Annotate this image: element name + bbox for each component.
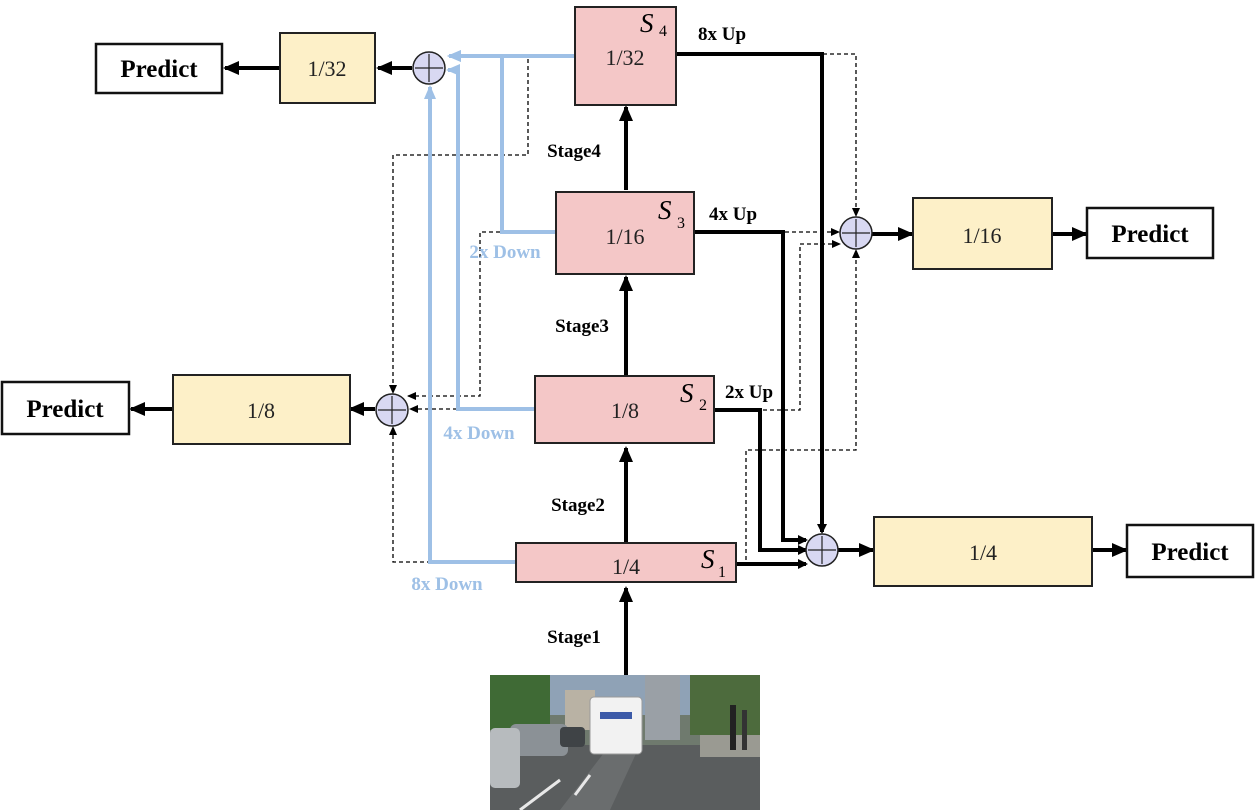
up8-label: 8x Up — [698, 24, 746, 45]
svg-text:1/8: 1/8 — [247, 398, 275, 423]
s2-subscript: 2 — [699, 397, 707, 414]
s3-scale: 1/16 — [605, 224, 644, 249]
fused-1-16: 1/16 — [912, 197, 1053, 270]
input-image — [490, 675, 760, 810]
s4-subscript: 4 — [659, 23, 667, 40]
output-arrows — [129, 61, 1128, 557]
s2-symbol: S — [680, 378, 694, 408]
svg-text:1/4: 1/4 — [969, 540, 997, 565]
s3-symbol: S — [658, 195, 672, 225]
stage-s3: 1/16 S 3 — [555, 191, 695, 275]
s4-symbol: S — [640, 8, 654, 38]
down8-label: 8x Down — [411, 574, 483, 595]
stage1-label: Stage1 — [547, 627, 601, 648]
s1-symbol: S — [701, 544, 715, 574]
s3-subscript: 3 — [677, 215, 685, 232]
fused-1-8: 1/8 — [172, 374, 351, 445]
down4-arrow — [446, 64, 534, 411]
circle-plus-icon — [412, 51, 446, 85]
up8-arrow — [676, 52, 827, 534]
stage-s4: 1/32 S 4 — [574, 6, 677, 106]
up2-label: 2x Up — [725, 382, 773, 403]
circle-plus-icon — [805, 533, 839, 567]
up4-label: 4x Up — [709, 204, 757, 225]
down8-arrow — [424, 85, 515, 564]
stage4-label: Stage4 — [547, 141, 601, 162]
stage-s2: 1/8 S 2 — [534, 375, 715, 444]
predict-1-8: Predict — [0, 380, 131, 436]
circle-plus-icon — [839, 216, 873, 250]
svg-text:Predict: Predict — [1111, 221, 1189, 248]
svg-text:Predict: Predict — [26, 396, 104, 423]
predict-1-32: Predict — [94, 42, 224, 95]
down2-arrow — [447, 50, 556, 234]
stage-s1: 1/4 S 1 — [515, 542, 737, 583]
downsample-arrows — [424, 50, 574, 564]
predict-1-16: Predict — [1085, 206, 1215, 260]
down4-label: 4x Down — [443, 423, 515, 444]
s1-scale: 1/4 — [612, 554, 640, 579]
svg-text:Predict: Predict — [1151, 539, 1229, 566]
down2-label: 2x Down — [469, 242, 541, 263]
upsample-arrows — [676, 52, 827, 569]
stage2-label: Stage2 — [551, 495, 605, 516]
fused-1-4: 1/4 — [873, 516, 1093, 587]
svg-text:1/16: 1/16 — [962, 223, 1001, 248]
s1-subscript: 1 — [718, 564, 726, 581]
s2-scale: 1/8 — [611, 398, 639, 423]
up2-arrow — [714, 408, 808, 555]
stage3-label: Stage3 — [555, 316, 609, 337]
svg-text:Predict: Predict — [120, 56, 198, 83]
svg-text:1/32: 1/32 — [307, 56, 346, 81]
circle-plus-icon — [375, 393, 409, 427]
predict-1-4: Predict — [1125, 523, 1255, 579]
s4-scale: 1/32 — [605, 45, 644, 70]
fused-1-32: 1/32 — [279, 32, 376, 104]
